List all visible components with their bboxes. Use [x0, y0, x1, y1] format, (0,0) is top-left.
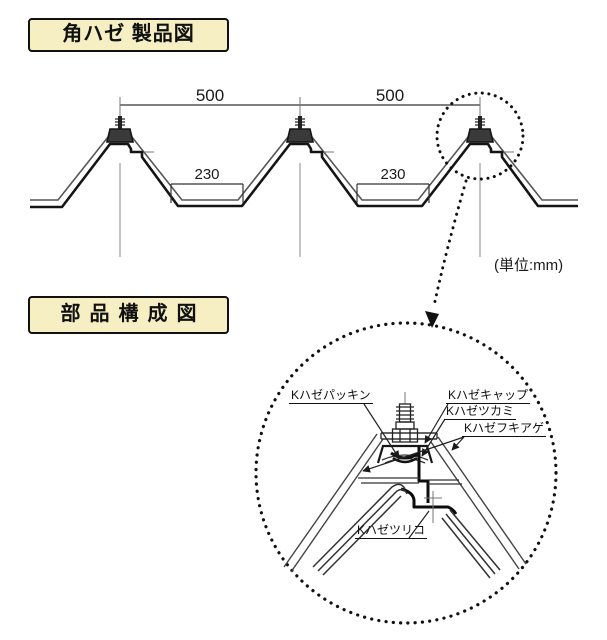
lower-sheet-lines — [312, 483, 501, 579]
dimension-230-left — [170, 183, 244, 203]
peak-center-lines — [119, 163, 481, 257]
label-tsuriko: Kハゼツリコ — [355, 523, 428, 539]
detail-centerline — [424, 491, 442, 523]
magnifier-circle — [254, 321, 558, 625]
sheet-horizontals — [358, 477, 462, 485]
product-profile-view — [30, 91, 578, 328]
dimension-500-right-label: 500 — [375, 86, 405, 105]
label-packing: Kハゼパッキン — [289, 388, 373, 404]
seam-cap-and-bolt-peak1 — [105, 116, 135, 143]
leader-lines — [362, 403, 465, 539]
label-cap: Kハゼキャップ — [446, 388, 531, 404]
leader-packing — [363, 403, 400, 459]
unit-note: (単位:mm) — [494, 257, 564, 274]
fukiage-right-slope — [430, 436, 527, 570]
callout-arrowhead — [425, 311, 439, 328]
label-fukiage: Kハゼフキアゲ — [462, 421, 547, 437]
dimension-230-right-label: 230 — [380, 166, 406, 183]
leader-fukiage-left — [362, 436, 465, 473]
leader-fukiage-right — [451, 436, 465, 451]
cap-piece — [376, 444, 434, 464]
label-tsukami: Kハゼツカミ — [444, 404, 517, 420]
bolt — [391, 392, 419, 443]
detail-callout-leader — [432, 179, 468, 308]
leader-cap — [424, 403, 449, 444]
parts-detail-view — [254, 321, 558, 625]
dimension-230-left-label: 230 — [194, 166, 220, 183]
product-section-title: 角ハゼ 製品図 — [28, 18, 229, 52]
seam-cap-and-bolt-peak2 — [285, 116, 315, 143]
seam-fold — [400, 446, 458, 515]
inner-sheet-line — [30, 142, 578, 209]
detail-callout-circle — [435, 91, 525, 181]
seam-cap-and-bolt-peak3 — [465, 116, 495, 143]
leader-tsuriko — [408, 510, 430, 539]
dimension-500-left-label: 500 — [195, 86, 225, 105]
fukiage-left-slope — [283, 433, 384, 573]
dimension-230-right — [356, 183, 430, 203]
parts-section-title: 部品構成図 — [28, 296, 229, 334]
extension-lines — [119, 97, 481, 116]
